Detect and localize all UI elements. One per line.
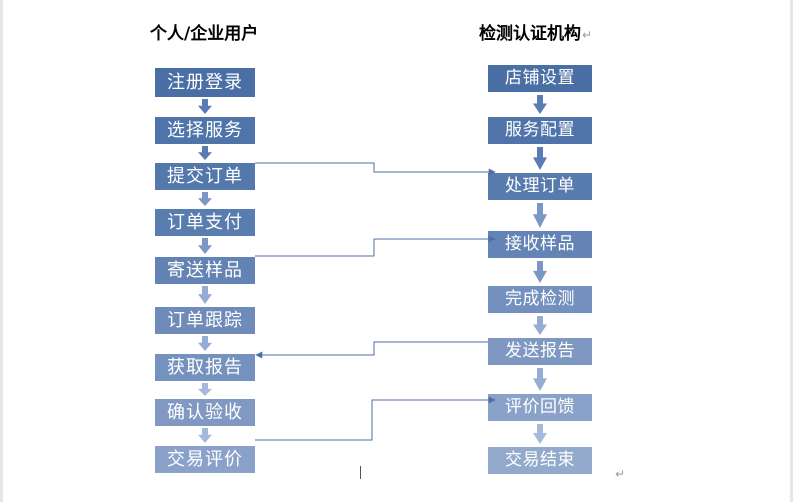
right-down-arrow-icon (533, 147, 547, 170)
connector-report-to-receive (255, 341, 488, 359)
left-step-7: 获取报告 (155, 354, 255, 381)
right-step-6: 发送报告 (488, 338, 592, 365)
right-down-arrow-icon (533, 95, 547, 114)
left-step-1: 注册登录 (155, 68, 255, 97)
left-down-arrow-icon (198, 99, 212, 114)
paragraph-mark-icon: ↵ (582, 28, 593, 42)
connector-ship-to-receive (255, 235, 496, 257)
right-step-3: 处理订单 (488, 173, 592, 200)
left-down-arrow-icon (198, 383, 212, 396)
right-down-arrow-icon (533, 424, 547, 444)
left-down-arrow-icon (198, 192, 212, 206)
left-step-4: 订单支付 (155, 209, 255, 236)
right-down-arrow-icon (533, 261, 547, 283)
paragraph-end-mark-icon: ↵ (615, 467, 626, 481)
right-step-7: 评价回馈 (488, 394, 592, 421)
right-step-2: 服务配置 (488, 117, 592, 144)
left-column-title: 个人/企业用户 (150, 19, 258, 44)
left-step-3: 提交订单 (155, 163, 255, 190)
left-column-title-text: 个人/企业用户 (150, 24, 259, 44)
left-step-6: 订单跟踪 (155, 307, 255, 334)
page-left-edge (0, 0, 3, 502)
right-column-title: 检测认证机构↵ (479, 19, 592, 44)
connector-submit-to-process (255, 162, 496, 176)
text-cursor (360, 466, 361, 479)
left-down-arrow-icon (198, 238, 212, 254)
left-down-arrow-icon (198, 146, 212, 160)
left-step-9: 交易评价 (155, 446, 255, 473)
right-step-5: 完成检测 (488, 286, 592, 313)
right-step-4: 接收样品 (488, 231, 592, 258)
right-down-arrow-icon (533, 203, 547, 228)
right-step-8: 交易结束 (488, 447, 592, 474)
right-column-title-text: 检测认证机构 (479, 24, 581, 44)
left-down-arrow-icon (198, 286, 212, 304)
left-step-5: 寄送样品 (155, 257, 255, 284)
left-down-arrow-icon (198, 336, 212, 351)
connector-review-to-feedback (255, 396, 496, 441)
page-right-edge (790, 0, 793, 502)
left-down-arrow-icon (198, 428, 212, 443)
left-step-2: 选择服务 (155, 117, 255, 144)
right-down-arrow-icon (533, 368, 547, 391)
right-down-arrow-icon (533, 316, 547, 335)
left-step-8: 确认验收 (155, 399, 255, 426)
right-step-1: 店铺设置 (488, 65, 592, 92)
